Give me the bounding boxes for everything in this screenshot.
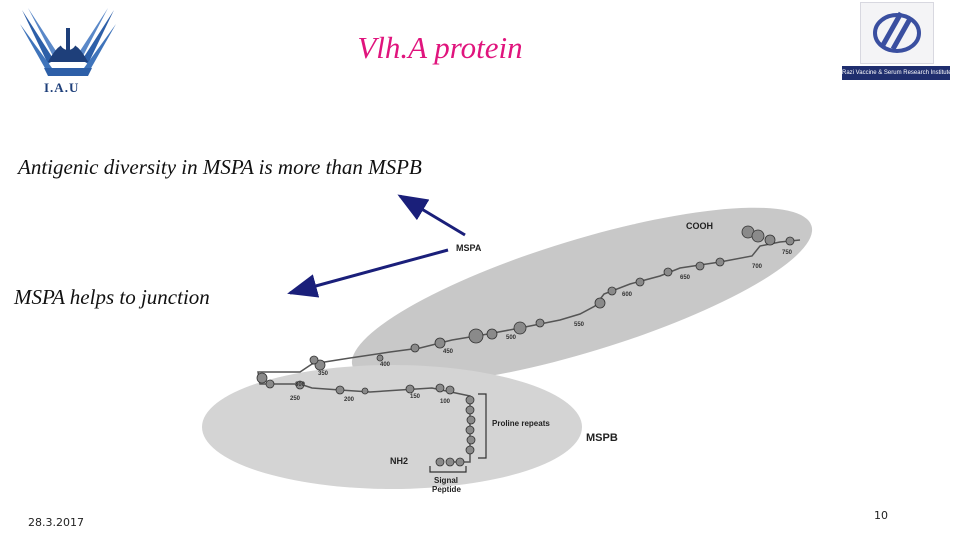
- tick-150: 150: [410, 394, 421, 400]
- tick-500: 500: [506, 335, 517, 341]
- protein-backbone: [257, 239, 801, 463]
- page-number: 10: [874, 509, 888, 522]
- tick-650: 650: [680, 275, 691, 281]
- tick-250: 250: [290, 396, 301, 402]
- proline-bracket: [478, 393, 487, 459]
- label-signal: Signal: [434, 476, 458, 485]
- tick-750: 750: [782, 250, 793, 256]
- razi-logo-text: Razi Vaccine & Serum Research Institute: [842, 66, 950, 80]
- label-mspb: MSPB: [586, 432, 618, 444]
- label-nh2: NH2: [390, 456, 408, 466]
- bullet-antigenic-diversity: Antigenic diversity in MSPA is more than…: [18, 155, 422, 179]
- razi-symbol-icon: [873, 11, 921, 53]
- label-peptide: Peptide: [432, 485, 461, 494]
- razi-emblem: [860, 2, 934, 64]
- tick-600: 600: [622, 292, 633, 298]
- iau-logo-text: I.A.U: [44, 80, 80, 95]
- slide-title: Vlh.A protein: [357, 30, 523, 65]
- label-proline: Proline repeats: [492, 419, 550, 428]
- arrow-to-diversity: [397, 194, 466, 237]
- signal-bracket: [429, 466, 467, 473]
- tick-100: 100: [440, 399, 451, 405]
- tick-300: 300: [295, 382, 306, 388]
- label-cooh: COOH: [686, 221, 713, 231]
- mspa-region: [351, 207, 813, 385]
- tick-550: 550: [574, 322, 585, 328]
- tick-350: 350: [318, 371, 329, 377]
- tick-700: 700: [752, 264, 763, 270]
- label-mspa: MSPA: [456, 243, 482, 253]
- bullet-junction: MSPA helps to junction: [14, 285, 210, 309]
- tick-450: 450: [443, 349, 454, 355]
- iau-emblem: [20, 8, 116, 76]
- razi-logo: Razi Vaccine & Serum Research Institute: [842, 2, 950, 84]
- arrow-to-junction: [287, 248, 449, 298]
- slide-date: 28.3.2017: [28, 516, 84, 529]
- tick-200: 200: [344, 397, 355, 403]
- iau-logo: I.A.U: [18, 4, 118, 96]
- mspb-region: [202, 365, 582, 489]
- tick-400: 400: [380, 362, 391, 368]
- residue-clusters: [256, 225, 795, 467]
